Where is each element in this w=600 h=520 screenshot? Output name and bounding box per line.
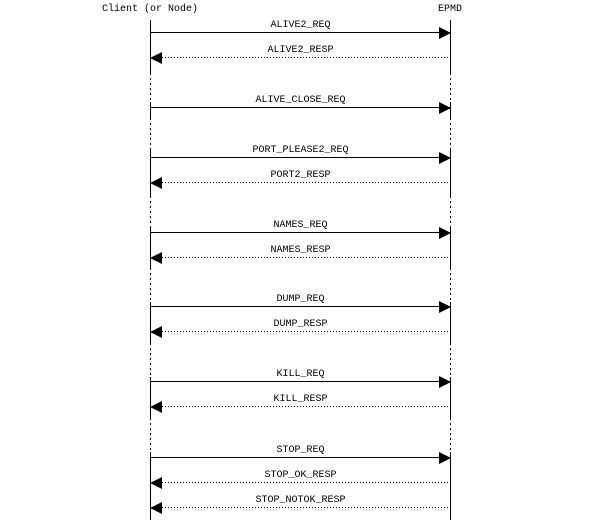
lifeline-epmd-segment	[450, 268, 451, 302]
lifeline-client-segment	[150, 196, 151, 227]
message-line	[150, 107, 451, 108]
arrowhead-left-icon	[150, 502, 162, 514]
message-line	[150, 507, 451, 508]
message-line	[150, 331, 451, 332]
lifeline-client-segment	[150, 20, 151, 73]
lifeline-client-segment	[150, 268, 151, 302]
arrowhead-left-icon	[150, 252, 162, 264]
message-names-resp: NAMES_RESP	[150, 244, 451, 264]
actor-label-client: Client (or Node)	[101, 4, 199, 15]
lifeline-client-segment	[150, 150, 151, 196]
message-kill-req: KILL_REQ	[150, 368, 451, 388]
message-names-req: NAMES_REQ	[150, 219, 451, 239]
message-label: STOP_REQ	[276, 445, 325, 456]
lifeline-epmd-segment	[450, 118, 451, 150]
message-dump-req: DUMP_REQ	[150, 293, 451, 313]
lifeline-epmd-segment	[450, 377, 451, 418]
arrowhead-left-icon	[150, 401, 162, 413]
lifeline-epmd-segment	[450, 418, 451, 452]
message-label: NAMES_RESP	[270, 245, 331, 256]
message-line	[150, 182, 451, 183]
arrowhead-right-icon	[439, 452, 451, 464]
arrowhead-left-icon	[150, 477, 162, 489]
message-line	[150, 232, 451, 233]
message-stop-req: STOP_REQ	[150, 444, 451, 464]
message-line	[150, 482, 451, 483]
lifeline-client-segment	[150, 343, 151, 377]
message-line	[150, 457, 451, 458]
message-label: ALIVE2_RESP	[267, 45, 334, 56]
message-line	[150, 306, 451, 307]
message-label: DUMP_RESP	[273, 319, 328, 330]
message-label: STOP_NOTOK_RESP	[255, 495, 346, 506]
lifeline-epmd-segment	[450, 150, 451, 196]
lifeline-client-segment	[150, 102, 151, 118]
lifeline-client-segment	[150, 302, 151, 343]
message-port-please2-req: PORT_PLEASE2_REQ	[150, 144, 451, 164]
arrowhead-right-icon	[439, 152, 451, 164]
message-label: DUMP_REQ	[276, 294, 325, 305]
arrowhead-left-icon	[150, 177, 162, 189]
message-alive2-resp: ALIVE2_RESP	[150, 44, 451, 64]
lifeline-epmd-segment	[450, 73, 451, 102]
lifeline-client-segment	[150, 227, 151, 268]
lifeline-epmd-segment	[450, 302, 451, 343]
message-port2-resp: PORT2_RESP	[150, 169, 451, 189]
message-label: PORT2_RESP	[270, 170, 331, 181]
message-stop-ok-resp: STOP_OK_RESP	[150, 469, 451, 489]
arrowhead-right-icon	[439, 102, 451, 114]
arrowhead-left-icon	[150, 52, 162, 64]
arrowhead-right-icon	[439, 376, 451, 388]
message-alive-close-req: ALIVE_CLOSE_REQ	[150, 94, 451, 114]
message-line	[150, 57, 451, 58]
lifeline-epmd-segment	[450, 452, 451, 520]
arrowhead-right-icon	[439, 301, 451, 313]
message-label: KILL_RESP	[273, 394, 328, 405]
message-line	[150, 406, 451, 407]
arrowhead-left-icon	[150, 326, 162, 338]
message-dump-resp: DUMP_RESP	[150, 318, 451, 338]
message-label: STOP_OK_RESP	[264, 470, 337, 481]
message-alive2-req: ALIVE2_REQ	[150, 19, 451, 39]
lifeline-epmd-segment	[450, 196, 451, 227]
message-line	[150, 257, 451, 258]
message-stop-notok-resp: STOP_NOTOK_RESP	[150, 494, 451, 514]
message-label: NAMES_REQ	[273, 220, 328, 231]
message-label: PORT_PLEASE2_REQ	[252, 145, 349, 156]
message-label: KILL_REQ	[276, 369, 325, 380]
message-line	[150, 381, 451, 382]
arrowhead-right-icon	[439, 227, 451, 239]
lifeline-client-segment	[150, 118, 151, 150]
message-line	[150, 157, 451, 158]
lifeline-client-segment	[150, 377, 151, 418]
message-line	[150, 32, 451, 33]
message-kill-resp: KILL_RESP	[150, 393, 451, 413]
lifeline-epmd-segment	[450, 343, 451, 377]
actor-label-epmd: EPMD	[437, 4, 463, 15]
message-label: ALIVE2_REQ	[270, 20, 331, 31]
lifeline-epmd-segment	[450, 20, 451, 73]
arrowhead-right-icon	[439, 27, 451, 39]
message-label: ALIVE_CLOSE_REQ	[255, 95, 346, 106]
lifeline-client-segment	[150, 418, 151, 452]
lifeline-client-segment	[150, 73, 151, 102]
lifeline-epmd-segment	[450, 227, 451, 268]
